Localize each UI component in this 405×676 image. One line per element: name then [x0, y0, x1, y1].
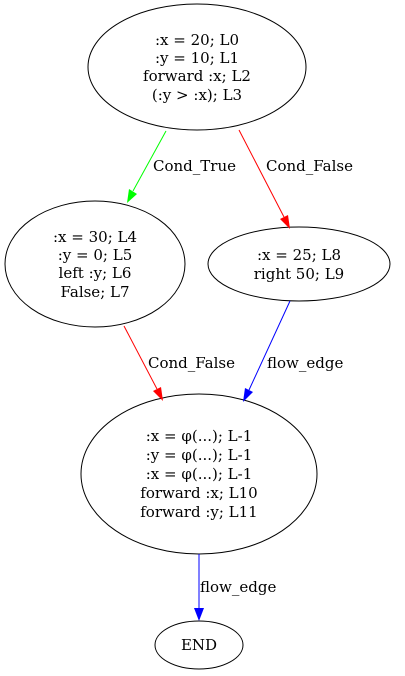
node-true-branch-shape	[4, 200, 186, 328]
node-false-branch-line: :x = 25; L8	[257, 246, 341, 264]
edge-cond-true-label: Cond_True	[153, 157, 236, 175]
node-entry-shape	[87, 3, 307, 131]
edge-cond-false-bottom-arrowhead	[153, 387, 163, 401]
node-entry-block[interactable]: :x = 20; L0 :y = 10; L1 forward :x; L2 (…	[87, 3, 307, 131]
node-merge-line: forward :x; L10	[140, 484, 257, 502]
edge-flow-end: flow_edge	[194, 554, 276, 621]
edge-cond-true: Cond_True	[127, 130, 236, 203]
node-entry-line: :y = 10; L1	[155, 49, 239, 67]
edge-flow-merge-label: flow_edge	[267, 354, 343, 372]
node-end[interactable]: END	[154, 620, 244, 670]
edge-flow-merge-line	[248, 300, 291, 391]
node-true-branch-line: left :y; L6	[59, 264, 132, 282]
edge-cond-false-bottom-label: Cond_False	[148, 354, 235, 372]
node-merge-line: :x = φ(...); L-1	[146, 427, 253, 445]
edge-cond-false-bottom: Cond_False	[123, 325, 235, 401]
node-true-branch-line: :x = 30; L4	[53, 228, 137, 246]
edge-cond-false-bottom-line	[123, 325, 158, 390]
node-entry-line: (:y > :x); L3	[152, 86, 242, 104]
node-entry-line: :x = 20; L0	[155, 31, 239, 49]
edge-cond-false-top: Cond_False	[238, 129, 353, 229]
node-entry-line: forward :x; L2	[143, 67, 251, 85]
node-true-branch-line: :y = 0; L5	[58, 246, 133, 264]
node-true-branch[interactable]: :x = 30; L4 :y = 0; L5 left :y; L6 False…	[4, 200, 186, 328]
edge-cond-false-top-line	[238, 129, 285, 218]
node-end-label: END	[181, 636, 217, 654]
node-false-branch-shape	[207, 226, 391, 302]
edge-flow-merge: flow_edge	[243, 300, 343, 402]
node-false-branch[interactable]: :x = 25; L8 right 50; L9	[207, 226, 391, 302]
node-merge-line: :y = φ(...); L-1	[146, 446, 253, 464]
node-true-branch-line: False; L7	[60, 283, 129, 301]
node-merge-block[interactable]: :x = φ(...); L-1 :y = φ(...); L-1 :x = φ…	[80, 393, 318, 555]
node-merge-line: forward :y; L11	[140, 503, 257, 521]
edge-flow-end-label: flow_edge	[200, 578, 276, 596]
edge-flow-merge-arrowhead	[243, 388, 253, 402]
edge-cond-true-line	[132, 130, 167, 192]
edge-cond-false-top-arrowhead	[280, 215, 290, 229]
edge-flow-end-arrowhead	[194, 608, 204, 621]
edge-cond-false-top-label: Cond_False	[266, 157, 353, 175]
edge-cond-true-arrowhead	[127, 189, 137, 203]
node-false-branch-line: right 50; L9	[254, 265, 344, 283]
node-merge-line: :x = φ(...); L-1	[146, 465, 253, 483]
